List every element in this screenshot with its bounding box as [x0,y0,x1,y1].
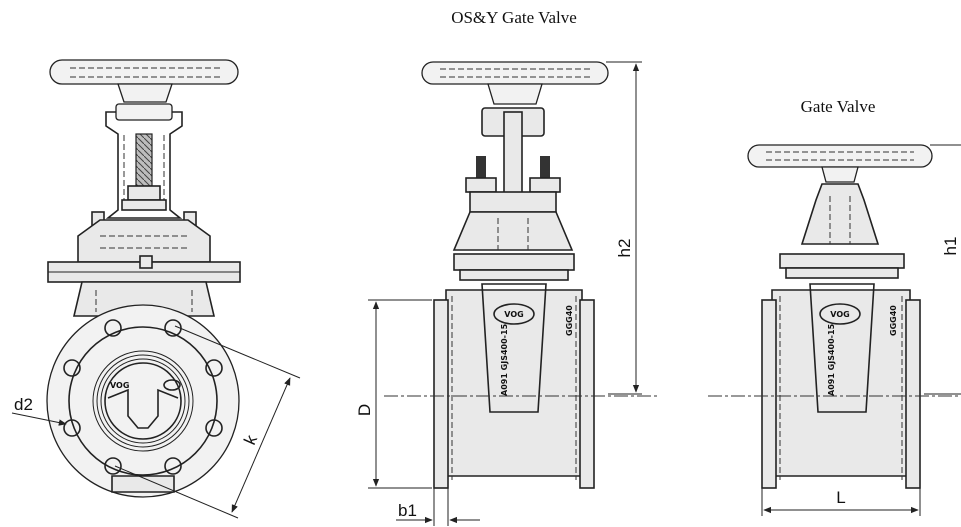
brand-marking-right: VOG [830,310,849,319]
end-flange-left-right [761,299,777,489]
standard-marking-front: A091 GJS400-15 [500,323,509,396]
dimension-label-L: L [836,488,845,507]
bolt-holes [63,319,223,475]
end-flange-right-middle [579,299,595,489]
stem-thread [135,133,153,187]
standard-marking-right: A091 GJS400-15 [827,323,836,396]
brand-marking-small: VOG [110,381,129,390]
dimension-label-d2: d2 [14,395,33,414]
handwheel-side-left [49,59,239,85]
front-view-os-y-valve: VOG A091 GJS400-15 GGG40 h2 D b1 [355,61,660,526]
material-marking-right: GGG40 [889,305,898,336]
end-flange-left-middle [433,299,449,489]
brand-marking-front: VOG [504,310,523,319]
gate-valve-title: Gate Valve [801,97,876,116]
handwheel-front-right [747,144,933,168]
end-flange-face [46,304,240,498]
os-y-gate-valve-title: OS&Y Gate Valve [451,8,577,27]
end-flange-right-right [905,299,921,489]
material-marking-front: GGG40 [565,305,574,336]
dimension-label-h1: h1 [941,237,960,256]
dimension-label-k: k [240,432,261,448]
side-view-os-y-valve: VOG d2 k [11,59,301,519]
handwheel-front-middle [421,61,609,85]
dimension-label-b1: b1 [398,501,417,520]
dimension-label-D: D [355,404,374,416]
front-view-gate-valve: VOG A091 GJS400-15 GGG40 h1 L [708,144,961,516]
dimension-label-h2: h2 [615,239,634,258]
